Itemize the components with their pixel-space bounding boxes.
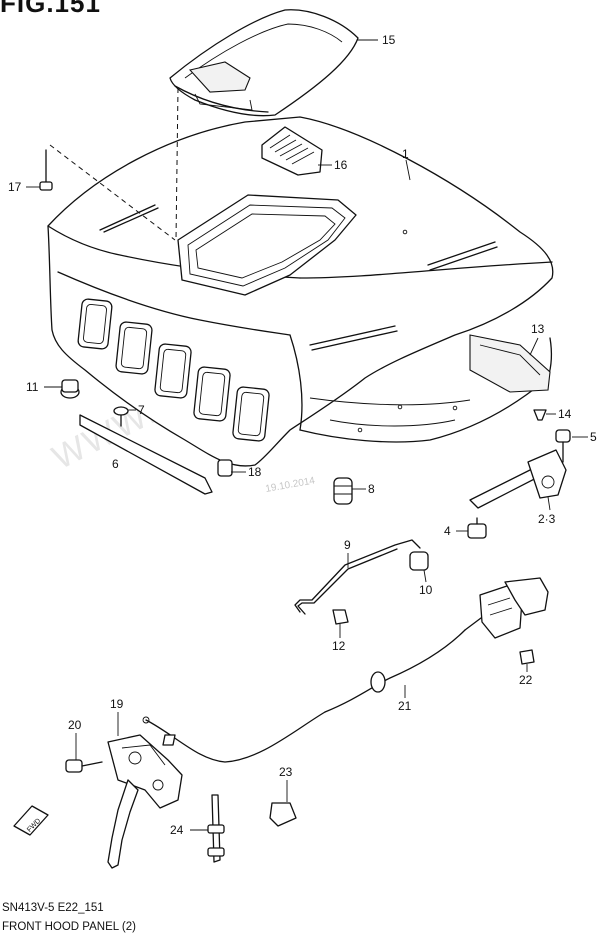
cable-clamp: [207, 794, 225, 863]
callout-16: 16: [334, 158, 348, 172]
callout-4: 4: [444, 524, 451, 538]
callout-2-3: 2·3: [538, 512, 556, 526]
callout-18: 18: [248, 465, 262, 479]
hood-stay-rod: [294, 539, 421, 615]
callout-12: 12: [332, 639, 346, 653]
figure-caption: FRONT HOOD PANEL (2): [2, 921, 136, 933]
callout-1: 1: [402, 147, 409, 161]
hood-lock: [107, 734, 183, 869]
callout-11: 11: [26, 380, 39, 394]
weather-strip: [79, 414, 213, 495]
callout-15: 15: [382, 33, 396, 47]
callout-leaders: [26, 39, 588, 831]
vent-grille: [261, 126, 323, 176]
callout-21: 21: [398, 699, 412, 713]
fasteners: [39, 149, 571, 827]
callout-14: 14: [558, 407, 572, 421]
figure-code: SN413V-5 E22_151: [2, 902, 104, 914]
callout-6: 6: [112, 457, 119, 471]
callout-20: 20: [68, 718, 82, 732]
figure-title: FIG.151: [0, 0, 101, 18]
callout-7: 7: [138, 403, 145, 417]
callout-17: 17: [8, 180, 22, 194]
release-cable: [142, 614, 486, 763]
hinge-assembly: [469, 449, 567, 509]
fwd-arrow-icon: [13, 805, 49, 836]
callout-13: 13: [531, 322, 545, 336]
watermark-date: 19.10.2014: [265, 475, 317, 495]
hood-bracket: [469, 334, 551, 393]
callout-19: 19: [110, 697, 124, 711]
callout-5: 5: [590, 430, 597, 444]
release-handle: [479, 577, 549, 639]
hood-scoop: [49, 9, 359, 241]
hood-scoop-opening: [177, 194, 357, 296]
callout-10: 10: [419, 583, 433, 597]
grille-openings: [77, 298, 270, 442]
callout-labels: 15 1 16 17 13 11 7 14 5 6 18 8 2·3 4 9 1…: [8, 33, 597, 837]
callout-22: 22: [519, 673, 533, 687]
callout-8: 8: [368, 482, 375, 496]
callout-24: 24: [170, 823, 184, 837]
callout-9: 9: [344, 538, 351, 552]
fwd-badge: FWD: [13, 805, 49, 836]
callout-23: 23: [279, 765, 293, 779]
